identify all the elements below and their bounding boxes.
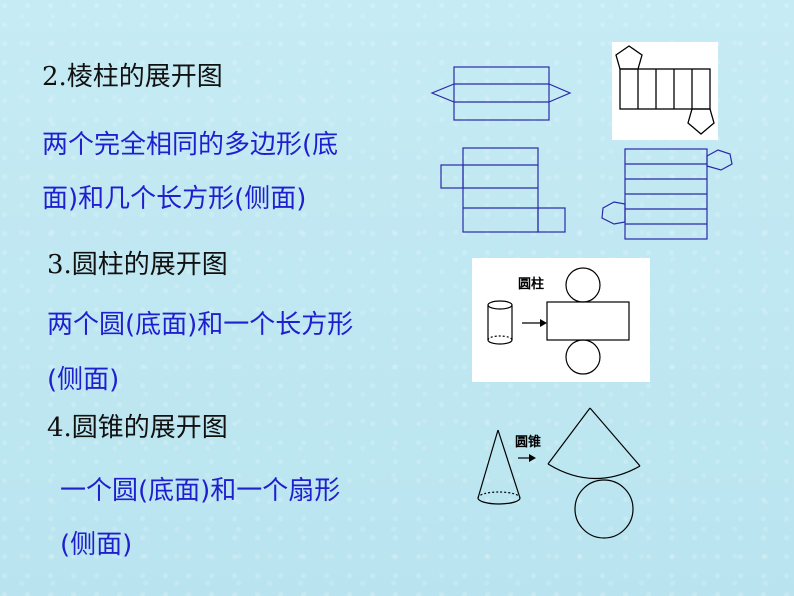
cylinder-heading: 3.圆柱的展开图 — [47, 250, 228, 280]
cone-figure-label: 圆锥 — [515, 434, 541, 450]
cone-description-line-2: (侧面) — [60, 530, 133, 560]
pentagonal-prism-net — [612, 42, 718, 140]
cone-description-line-1: 一个圆(底面)和一个扇形 — [60, 476, 341, 506]
hexagonal-prism-net — [601, 148, 733, 240]
cylinder-description-line-1: 两个圆(底面)和一个长方形 — [47, 310, 354, 340]
prism-description-line-2: 面)和几个长方形(侧面) — [42, 184, 307, 214]
cone-heading: 4.圆锥的展开图 — [47, 413, 228, 443]
cylinder-description-line-2: (侧面) — [47, 365, 120, 395]
cuboid-net — [440, 147, 566, 233]
cone-net-figure: 圆锥 — [477, 407, 641, 539]
cylinder-figure-label: 圆柱 — [518, 276, 544, 292]
prism-heading: 2.棱柱的展开图 — [42, 62, 223, 92]
cylinder-net-figure: 圆柱 — [472, 258, 650, 382]
triangular-prism-net — [430, 66, 572, 121]
prism-description-line-1: 两个完全相同的多边形(底 — [42, 130, 339, 160]
